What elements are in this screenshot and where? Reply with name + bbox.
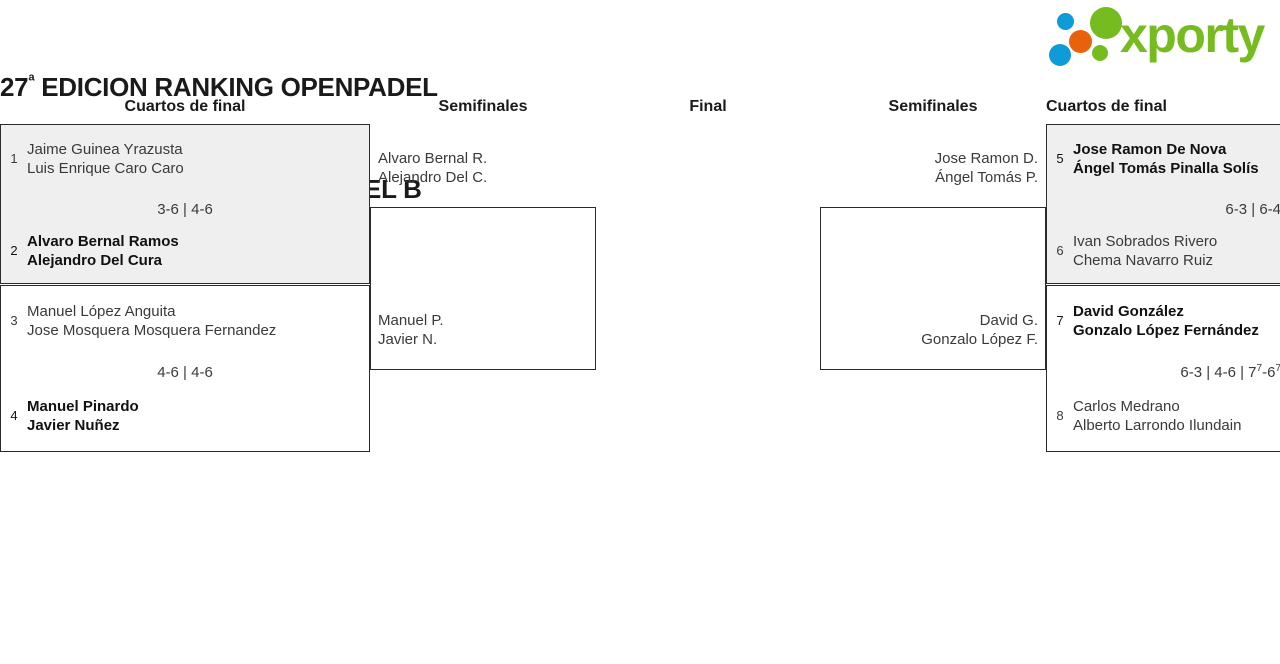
player-name-1: Carlos Medrano <box>1073 398 1180 415</box>
player-name-1: Jaime Guinea Yrazusta <box>27 141 183 158</box>
score-tiebreak-1: 7 <box>1256 363 1263 374</box>
semifinal-right-team-top: Jose Ramon D. Ángel Tomás P. <box>820 149 1038 187</box>
player-name-2: Gonzalo López F. <box>921 331 1038 348</box>
player-name-2: Ángel Tomás Pinalla Solís <box>1073 160 1259 177</box>
round-header-final: Final <box>689 98 727 115</box>
match-score: 3-6 | 4-6 <box>157 201 213 218</box>
match-side-bottom[interactable]: 6 Ivan Sobrados Rivero Chema Navarro Rui… <box>1047 228 1280 274</box>
match-side-bottom[interactable]: 2 Alvaro Bernal Ramos Alejandro Del Cura <box>1 228 369 274</box>
match-semifinal-right[interactable] <box>820 207 1046 370</box>
seed-number: 4 <box>10 408 18 423</box>
team-names: Manuel Pinardo Javier Nuñez <box>27 397 369 435</box>
match-side-top[interactable]: 7 David González Gonzalo López Fernández <box>1047 298 1280 344</box>
match-quarterfinal-left-1[interactable]: 1 Jaime Guinea Yrazusta Luis Enrique Car… <box>0 124 370 284</box>
round-header-semifinals-left: Semifinales <box>438 98 528 115</box>
title-line-1: 27ª EDICION RANKING OPENPADEL <box>0 70 438 104</box>
match-quarterfinal-right-1[interactable]: 5 Jose Ramon De Nova Ángel Tomás Pinalla… <box>1046 124 1280 284</box>
player-name-1: David González <box>1073 303 1184 320</box>
team-names: Carlos Medrano Alberto Larrondo Ilundain <box>1073 397 1280 435</box>
logo-dot-orange-icon <box>1069 30 1092 53</box>
xporty-logo[interactable]: xporty <box>1048 4 1280 66</box>
team-names: Ivan Sobrados Rivero Chema Navarro Ruiz <box>1073 232 1280 270</box>
match-score: 6-3 | 4-6 | 77-67 <box>1047 363 1280 382</box>
score-part-1: 6-3 | 4-6 | 7 <box>1180 364 1257 381</box>
seed-number: 3 <box>10 313 18 328</box>
seed-number: 7 <box>1056 313 1064 328</box>
player-name-1: Alvaro Bernal Ramos <box>27 233 179 250</box>
player-name-2: Chema Navarro Ruiz <box>1073 252 1214 269</box>
player-name-1: Manuel P. <box>378 312 444 329</box>
player-name-2: Gonzalo López Fernández <box>1073 322 1259 339</box>
match-quarterfinal-left-2[interactable]: 3 Manuel López Anguita Jose Mosquera Mos… <box>0 285 370 452</box>
player-name-1: David G. <box>979 312 1038 329</box>
match-side-top[interactable]: 3 Manuel López Anguita Jose Mosquera Mos… <box>1 298 369 344</box>
seed-number: 5 <box>1056 151 1064 166</box>
match-side-bottom[interactable]: 4 Manuel Pinardo Javier Nuñez <box>1 393 369 439</box>
semifinal-left-team-bottom: Manuel P. Javier N. <box>378 311 444 349</box>
player-name-1: Manuel López Anguita <box>27 303 176 320</box>
logo-dot-blue-top-icon <box>1057 13 1074 30</box>
logo-wordmark: xporty <box>1120 7 1265 63</box>
round-header-quarterfinals-left: Cuartos de final <box>124 98 246 115</box>
player-name-2: Alberto Larrondo Ilundain <box>1073 417 1242 434</box>
player-name-2: Ángel Tomás P. <box>935 169 1038 186</box>
player-name-2: Javier N. <box>378 331 438 348</box>
team-names: Jose Ramon De Nova Ángel Tomás Pinalla S… <box>1073 140 1280 178</box>
title-ordinal: ª <box>28 71 35 91</box>
match-semifinal-left[interactable] <box>370 207 596 370</box>
round-header-semifinals-right: Semifinales <box>888 98 978 115</box>
semifinal-right-team-bottom: David G. Gonzalo López F. <box>820 311 1038 349</box>
score-tiebreak-2: 7 <box>1275 363 1280 374</box>
match-score: 6-3 | 6-4 <box>1225 201 1280 218</box>
player-name-1: Manuel Pinardo <box>27 398 139 415</box>
player-name-1: Jose Ramon D. <box>934 150 1038 167</box>
match-side-bottom[interactable]: 8 Carlos Medrano Alberto Larrondo Ilunda… <box>1047 393 1280 439</box>
player-name-2: Jose Mosquera Mosquera Fernandez <box>27 322 277 339</box>
logo-dot-green-large-icon <box>1090 7 1122 39</box>
player-name-2: Luis Enrique Caro Caro <box>27 160 184 177</box>
team-names: David González Gonzalo López Fernández <box>1073 302 1280 340</box>
player-name-2: Alejandro Del C. <box>378 169 488 186</box>
team-names: Jaime Guinea Yrazusta Luis Enrique Caro … <box>27 140 369 178</box>
player-name-1: Alvaro Bernal R. <box>378 150 488 167</box>
match-side-top[interactable]: 1 Jaime Guinea Yrazusta Luis Enrique Car… <box>1 136 369 182</box>
score-part-2: -6 <box>1262 364 1276 381</box>
seed-number: 8 <box>1056 408 1064 423</box>
player-name-1: Jose Ramon De Nova <box>1073 141 1227 158</box>
team-names: Manuel López Anguita Jose Mosquera Mosqu… <box>27 302 369 340</box>
seed-number: 2 <box>10 243 18 258</box>
logo-dot-blue-bottom-icon <box>1049 44 1071 66</box>
logo-dot-green-small-icon <box>1092 45 1108 61</box>
title-edition-number: 27 <box>0 72 29 102</box>
title-edition-rest: EDICION RANKING OPENPADEL <box>34 72 438 102</box>
seed-number: 6 <box>1056 243 1064 258</box>
semifinal-left-team-top: Alvaro Bernal R. Alejandro Del C. <box>378 149 487 187</box>
player-name-2: Alejandro Del Cura <box>27 252 163 269</box>
match-score: 4-6 | 4-6 <box>157 364 213 381</box>
player-name-1: Ivan Sobrados Rivero <box>1073 233 1218 250</box>
seed-number: 1 <box>10 151 18 166</box>
match-quarterfinal-right-2[interactable]: 7 David González Gonzalo López Fernández… <box>1046 285 1280 452</box>
team-names: Alvaro Bernal Ramos Alejandro Del Cura <box>27 232 369 270</box>
player-name-2: Javier Nuñez <box>27 417 120 434</box>
round-header-quarterfinals-right: Cuartos de final <box>1046 98 1167 115</box>
match-side-top[interactable]: 5 Jose Ramon De Nova Ángel Tomás Pinalla… <box>1047 136 1280 182</box>
